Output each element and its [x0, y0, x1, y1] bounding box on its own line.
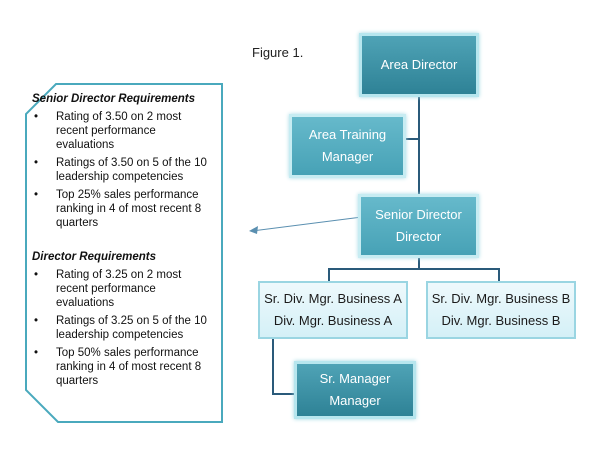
- business-a-senior-title: Sr. Div. Mgr. Business A: [264, 291, 402, 306]
- senior-director-title: Senior Director: [375, 207, 462, 222]
- connector-horizontal-business: [328, 268, 500, 270]
- sr-manager-title: Sr. Manager: [319, 371, 391, 386]
- connector-to-business-a: [328, 268, 330, 282]
- requirement-item: Ratings of 3.25 on 5 of the 10 leadershi…: [32, 314, 212, 342]
- director-requirements-list: Rating of 3.25 on 2 most recent performa…: [32, 268, 212, 388]
- connector-senior-down: [418, 257, 420, 269]
- area-director-box: Area Director: [359, 33, 479, 97]
- requirement-item: Top 50% sales performance ranking in 4 o…: [32, 346, 212, 388]
- senior-director-requirements-list: Rating of 3.50 on 2 most recent performa…: [32, 110, 212, 230]
- business-b-senior-title: Sr. Div. Mgr. Business B: [431, 291, 571, 306]
- requirement-item: Top 25% sales performance ranking in 4 o…: [32, 188, 212, 230]
- figure-label: Figure 1.: [252, 45, 304, 60]
- manager-title: Manager: [329, 393, 381, 408]
- business-b-box: Sr. Div. Mgr. Business B Div. Mgr. Busin…: [426, 281, 576, 339]
- connector-to-business-b: [498, 268, 500, 282]
- senior-director-requirements-title: Senior Director Requirements: [32, 93, 195, 105]
- business-a-title: Div. Mgr. Business A: [273, 313, 393, 328]
- connector-director-to-senior: [418, 96, 420, 196]
- director-requirements-title: Director Requirements: [32, 251, 156, 263]
- pointer-arrow-head: [249, 226, 258, 234]
- director-title: Director: [395, 229, 442, 244]
- connector-business-a-down: [272, 338, 274, 394]
- requirement-item: Rating of 3.25 on 2 most recent performa…: [32, 268, 212, 310]
- requirements-panel: Senior Director Requirements Rating of 3…: [32, 92, 212, 392]
- sr-manager-box: Sr. Manager Manager: [294, 361, 416, 419]
- business-a-box: Sr. Div. Mgr. Business A Div. Mgr. Busin…: [258, 281, 408, 339]
- senior-director-box: Senior Director Director: [358, 194, 479, 258]
- area-training-manager-label: Area Training Manager: [308, 127, 387, 164]
- area-director-label: Area Director: [380, 57, 458, 72]
- business-b-title: Div. Mgr. Business B: [441, 313, 561, 328]
- connector-to-sr-manager: [272, 393, 296, 395]
- area-training-manager-box: Area Training Manager: [289, 114, 406, 178]
- requirement-item: Rating of 3.50 on 2 most recent performa…: [32, 110, 212, 152]
- pointer-arrow-line: [251, 216, 363, 232]
- connector-training-link: [405, 138, 419, 140]
- requirement-item: Ratings of 3.50 on 5 of the 10 leadershi…: [32, 156, 212, 184]
